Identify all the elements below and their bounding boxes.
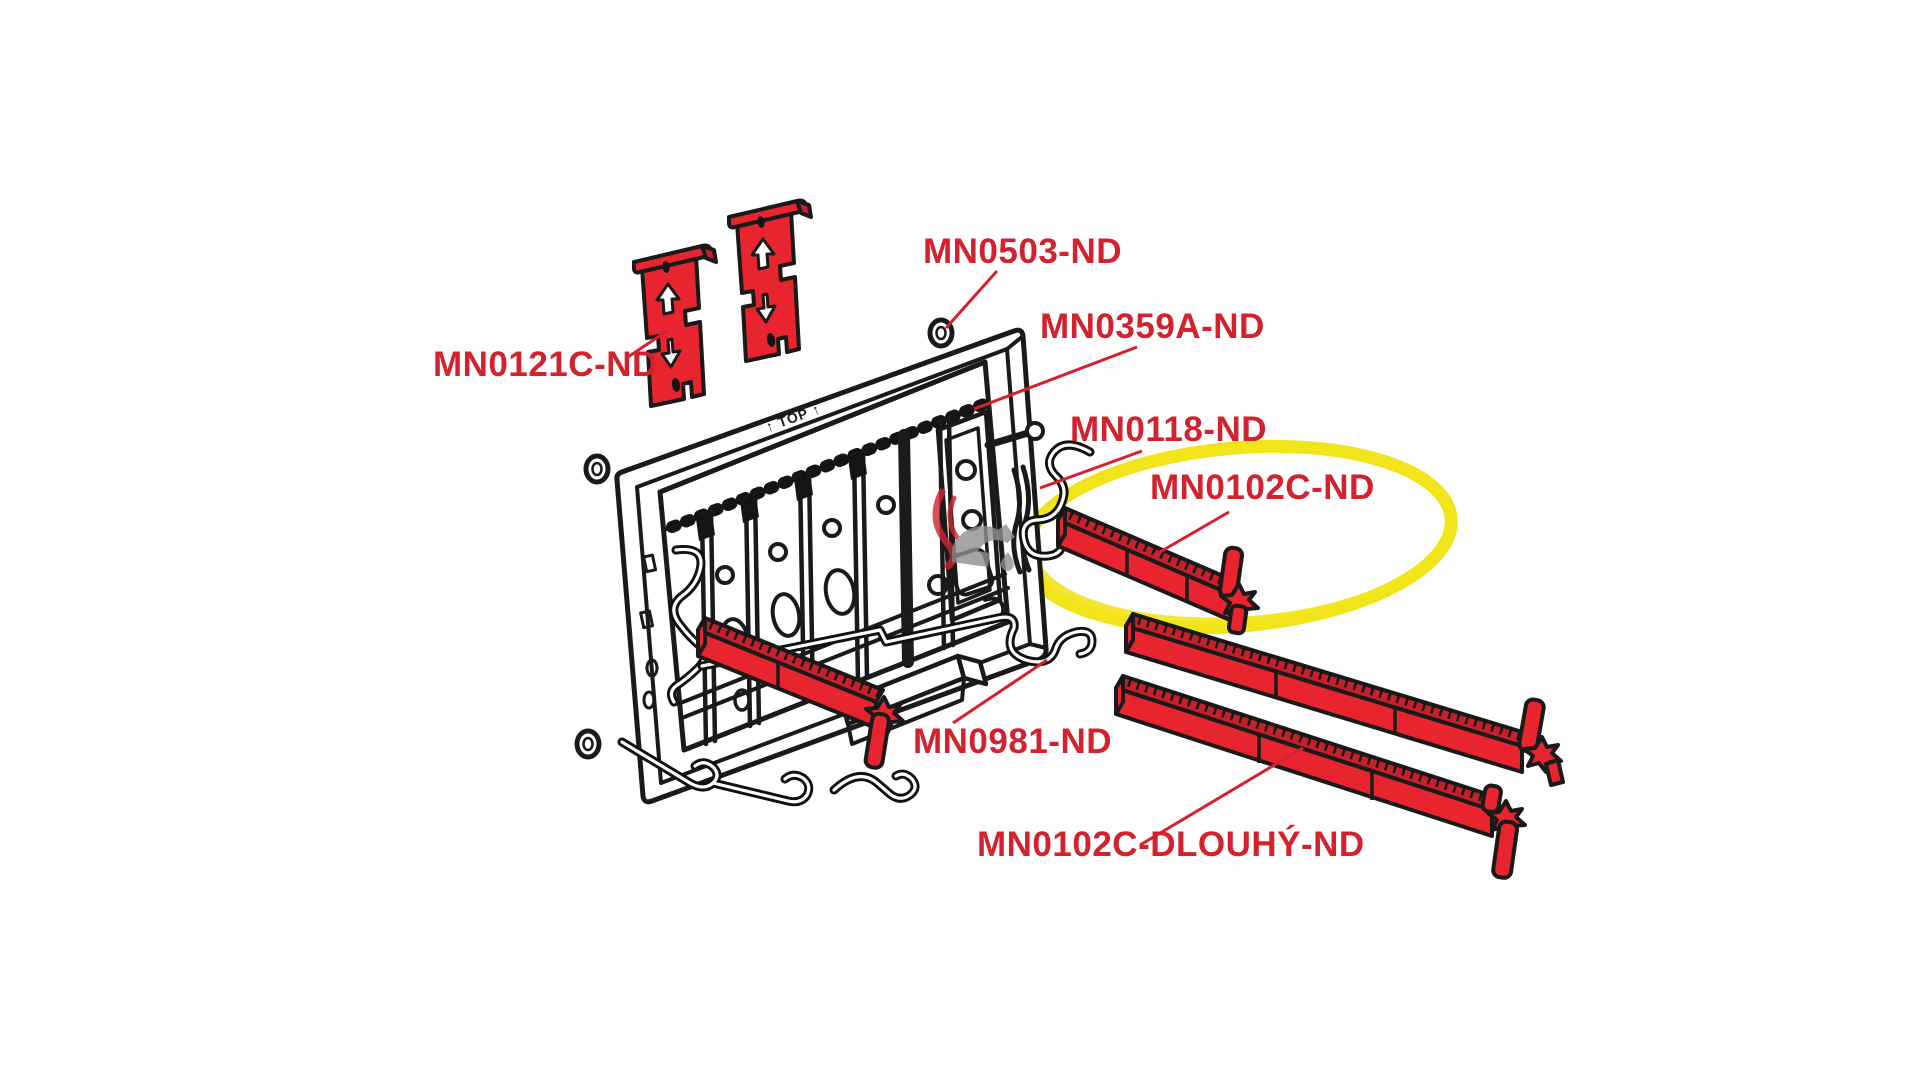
- part-label-mn0102c-nd: MN0102C-ND: [1150, 468, 1375, 507]
- leader-mn0981: [952, 658, 1048, 725]
- rack-long-upper: [1124, 612, 1565, 787]
- part-label-mn0102c-dlouhy-nd: MN0102C-DLOUHÝ-ND: [977, 825, 1365, 864]
- grommet-top-left: [583, 453, 611, 485]
- grommet-bottom-left: [574, 728, 602, 760]
- rack-mn0102c: [1056, 506, 1260, 636]
- wire-bottom-hook: [829, 769, 920, 803]
- leader-mn0118: [1039, 449, 1143, 490]
- rack-mounted: [696, 616, 905, 770]
- wire-bottom-zigzag: [617, 737, 814, 807]
- part-label-mn0359a-nd: MN0359A-ND: [1040, 307, 1265, 346]
- leader-lines: [627, 269, 1304, 847]
- watermark-logo: [932, 488, 1015, 571]
- part-label-mn0503-nd: MN0503-ND: [923, 232, 1122, 271]
- leader-mn0102c-dlouhy: [1139, 746, 1304, 847]
- rack-long-lower: [1114, 674, 1527, 880]
- wire-mn0118: [1018, 440, 1095, 561]
- leader-mn0359a: [973, 345, 1138, 411]
- leader-mn0503: [944, 269, 999, 330]
- part-label-mn0118-nd: MN0118-ND: [1070, 410, 1268, 449]
- part-label-mn0981-nd: MN0981-ND: [913, 722, 1112, 761]
- clip-mn0121c-right: [727, 198, 813, 363]
- wire-spring-left: [666, 544, 709, 707]
- leader-mn0102c: [1152, 510, 1230, 558]
- wire-mn0981: [697, 612, 1097, 671]
- part-label-mn0121c-nd: MN0121C-ND: [433, 345, 658, 384]
- leader-mn0121c: [627, 329, 668, 359]
